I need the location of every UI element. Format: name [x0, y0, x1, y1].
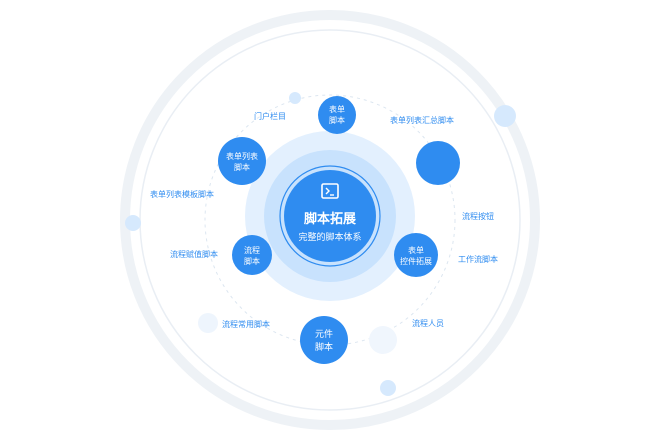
- label-workflow-script: 工作流脚本: [458, 254, 498, 264]
- label-flow-personnel: 流程人员: [412, 318, 444, 328]
- label-portal-column: 门户栏目: [254, 111, 286, 121]
- label-form-list-template-script: 表单列表模板脚本: [150, 189, 214, 199]
- label-flow-assign-script: 流程赋值脚本: [170, 249, 218, 259]
- svg-text:表单列表: 表单列表: [226, 151, 258, 161]
- outer-orbit: [120, 10, 540, 430]
- svg-text:元件: 元件: [315, 328, 333, 340]
- decor-dot: [289, 92, 301, 104]
- center-title: 脚本拓展: [304, 211, 357, 227]
- decor-dot: [125, 215, 141, 231]
- label-flow-button: 流程按钮: [462, 211, 494, 221]
- svg-text:控件拓展: 控件拓展: [400, 256, 432, 266]
- svg-text:表单: 表单: [329, 104, 345, 114]
- terminal-icon: [321, 183, 339, 199]
- label-form-list-summary-script: 表单列表汇总脚本: [390, 115, 454, 125]
- decor-dot: [369, 326, 397, 354]
- svg-text:脚本: 脚本: [329, 115, 345, 125]
- node-flow-script[interactable]: 流程 脚本: [232, 235, 272, 275]
- node-form-control-ext[interactable]: 表单 控件拓展: [394, 233, 438, 277]
- node-form-list-script[interactable]: 表单列表 脚本: [218, 137, 266, 185]
- svg-text:流程: 流程: [244, 245, 260, 255]
- svg-text:脚本: 脚本: [234, 162, 250, 172]
- node-form-script[interactable]: 表单 脚本: [318, 96, 356, 134]
- center-core: [284, 170, 376, 262]
- decor-dot: [198, 313, 218, 333]
- center-ring-stroke: [279, 165, 381, 267]
- label-flow-common-script: 流程常用脚本: [222, 319, 270, 329]
- decor-dot: [380, 380, 396, 396]
- decor-dot: [494, 105, 516, 127]
- svg-text:脚本: 脚本: [315, 341, 333, 353]
- center-subtitle: 完整的脚本体系: [298, 231, 361, 243]
- node-blank[interactable]: [416, 141, 460, 185]
- svg-text:脚本: 脚本: [244, 256, 260, 266]
- svg-text:表单: 表单: [408, 245, 424, 255]
- node-component-script[interactable]: 元件 脚本: [300, 316, 348, 364]
